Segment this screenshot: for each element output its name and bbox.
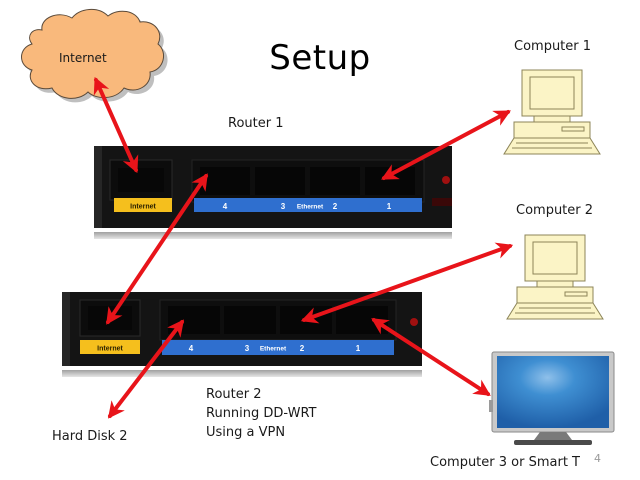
connection-arrows <box>93 76 514 419</box>
arrow-router2-computer2 <box>300 242 514 324</box>
router2-firmware-label: Running DD-WRT <box>206 406 317 421</box>
router1-wan-label: Internet <box>130 204 156 211</box>
router2-description: Router 2 Running DD-WRT Using a VPN <box>206 385 316 442</box>
router1-port-4: 4 <box>223 202 228 211</box>
router-1 <box>94 146 452 239</box>
computer2-label: Computer 2 <box>516 203 594 218</box>
router1-port-3: 3 <box>281 202 286 211</box>
computer-1-icon <box>503 69 601 155</box>
arrow-router2-harddisk <box>107 319 185 419</box>
computer1-label: Computer 1 <box>514 39 592 54</box>
router2-ethernet-label: Ethernet <box>260 346 287 353</box>
computer-2-icon <box>506 234 604 320</box>
internet-label: Internet <box>59 51 107 65</box>
router2-label: Router 2 <box>206 387 262 402</box>
arrow-router2-computer3 <box>371 318 491 396</box>
router2-port-4: 4 <box>189 344 194 353</box>
router2-port-1: 1 <box>356 344 361 353</box>
router2-ethernet-bar <box>162 340 394 355</box>
computer3-label: Computer 3 or Smart T <box>430 455 580 470</box>
router2-port-2: 2 <box>300 344 305 353</box>
router1-ethernet-label: Ethernet <box>297 204 324 211</box>
slide-title: Setup <box>269 38 371 78</box>
router1-label: Router 1 <box>228 116 284 131</box>
page-number: 4 <box>594 452 601 465</box>
router2-wan-label: Internet <box>97 346 123 353</box>
router2-vpn-label: Using a VPN <box>206 425 286 440</box>
harddisk-label: Hard Disk 2 <box>52 429 128 444</box>
tv-icon <box>489 351 615 445</box>
router1-ethernet-bar <box>194 198 422 212</box>
router-2 <box>62 292 422 377</box>
router1-port-1: 1 <box>387 202 392 211</box>
arrow-router1-computer1 <box>381 110 511 180</box>
arrow-router1-router2 <box>106 173 208 325</box>
arrow-internet-router1 <box>93 76 139 174</box>
router2-port-3: 3 <box>245 344 250 353</box>
router1-port-2: 2 <box>333 202 338 211</box>
